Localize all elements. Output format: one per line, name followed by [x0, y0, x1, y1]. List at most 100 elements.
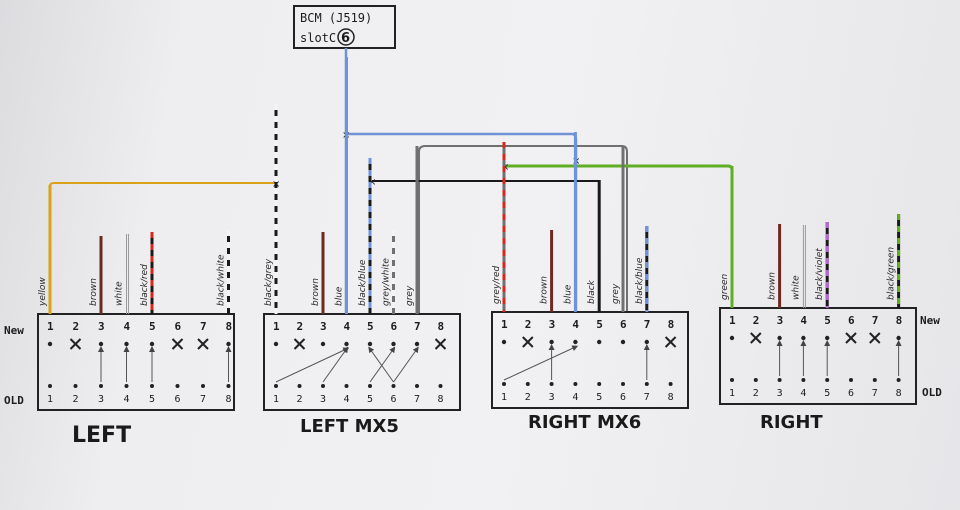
new-pin-number: 3 [777, 314, 784, 327]
new-pin-number: 2 [297, 320, 304, 333]
wire-blue: blue [335, 57, 348, 314]
old-pin-dot [573, 382, 578, 386]
grey-route-wire [418, 145, 628, 314]
row-label-old-right: OLD [922, 386, 942, 399]
yellow-route-wire [49, 182, 276, 314]
new-pin-number: 7 [414, 320, 421, 333]
wire-label: black/grey [264, 258, 274, 306]
old-pin-number: 1 [729, 388, 735, 399]
new-pin-number: 2 [73, 320, 80, 333]
new-pin-number: 8 [226, 320, 233, 333]
connector-frame [263, 313, 461, 411]
new-pin-number: 4 [344, 320, 351, 333]
wire-grey: grey [611, 146, 625, 312]
old-pin-number: 3 [777, 388, 783, 399]
wire-label: grey/white [382, 258, 392, 306]
old-pin-dot [525, 382, 530, 386]
old-pin-number: 6 [620, 392, 626, 403]
old-pin-number: 2 [73, 394, 79, 405]
new-pin-dot [501, 339, 507, 345]
wire-grey-white: grey/white [382, 230, 395, 314]
old-pin-dot [753, 378, 758, 382]
wire-black-blue: black/blue [635, 226, 649, 312]
new-pin-dot [367, 341, 373, 347]
new-pin-dot [825, 335, 830, 341]
new-pin-dot [273, 341, 279, 347]
old-pin-dot [777, 378, 782, 382]
bcm-slot-label: slotC [300, 31, 336, 45]
new-pin-number: 1 [273, 320, 280, 333]
old-pin-number: 1 [47, 394, 53, 405]
pin-move-arrow [322, 346, 349, 383]
wire-black-white: black/white [217, 230, 230, 314]
old-pin-dot [391, 384, 396, 388]
row-label-new-left: New [4, 324, 24, 337]
new-pin-dot [644, 339, 649, 345]
old-pin-number: 1 [501, 392, 507, 403]
new-pin-number: 3 [549, 318, 556, 331]
wire-brown: brown [540, 230, 554, 312]
new-pin-dot [896, 335, 901, 341]
wire-label: brown [89, 278, 99, 306]
old-pin-number: 7 [644, 392, 650, 403]
old-pin-dot [297, 384, 302, 388]
new-pin-number: 8 [896, 314, 903, 327]
bcm-slot-number: 6 [341, 31, 350, 46]
wire-label: grey [405, 285, 415, 306]
old-pin-dot [274, 384, 278, 388]
old-pin-number: 6 [848, 388, 854, 399]
wire-black-green: black/green [887, 214, 901, 308]
wire-black-grey: black/grey [264, 104, 278, 314]
old-pin-dot [321, 384, 325, 388]
new-pin-number: 5 [149, 320, 156, 333]
new-pin-number: 7 [644, 318, 651, 331]
old-pin-dot [644, 382, 649, 386]
new-pin-dot [573, 339, 578, 345]
wire-label: brown [768, 272, 778, 300]
connector-title: LEFT [72, 423, 131, 448]
connector-title: LEFT MX5 [300, 416, 399, 437]
pin-move-arrow [393, 346, 419, 383]
old-pin-dot [48, 384, 52, 388]
old-pin-number: 5 [824, 388, 830, 399]
new-pin-number: 5 [824, 314, 831, 327]
new-pin-dot [98, 341, 104, 347]
new-pin-number: 5 [596, 318, 603, 331]
old-pin-number: 2 [753, 388, 759, 399]
wire-label: yellow [38, 277, 48, 307]
unused-pin-mark [750, 332, 762, 344]
old-pin-number: 4 [124, 394, 130, 405]
old-pin-dot [226, 384, 231, 388]
bcm-title: BCM (J519) [300, 11, 372, 25]
old-pin-number: 5 [596, 392, 602, 403]
wire-label: grey/red [492, 265, 502, 304]
old-pin-dot [73, 384, 78, 388]
wire-brown: brown [768, 224, 782, 308]
old-pin-dot [872, 378, 877, 382]
old-pin-dot [668, 382, 673, 386]
new-pin-number: 4 [124, 320, 131, 333]
old-pin-number: 7 [200, 394, 206, 405]
new-pin-number: 7 [872, 314, 879, 327]
old-pin-dot [896, 378, 901, 382]
new-pin-dot [414, 341, 420, 347]
connector-frame [491, 311, 689, 409]
new-pin-number: 5 [367, 320, 374, 333]
wire-label: brown [540, 276, 550, 304]
unused-pin-mark [69, 338, 82, 350]
new-pin-number: 2 [525, 318, 532, 331]
wire-black-blue: black/blue [358, 158, 372, 314]
new-pin-dot [729, 335, 735, 341]
old-pin-dot [597, 382, 602, 386]
old-pin-dot [825, 378, 830, 382]
old-pin-number: 3 [320, 394, 326, 405]
old-pin-dot [849, 378, 853, 382]
unused-pin-mark [171, 338, 184, 350]
wire-label: black/blue [358, 259, 368, 306]
wire-brown: brown [89, 236, 103, 314]
splice-mark: × [368, 177, 376, 188]
new-pin-number: 7 [200, 320, 207, 333]
